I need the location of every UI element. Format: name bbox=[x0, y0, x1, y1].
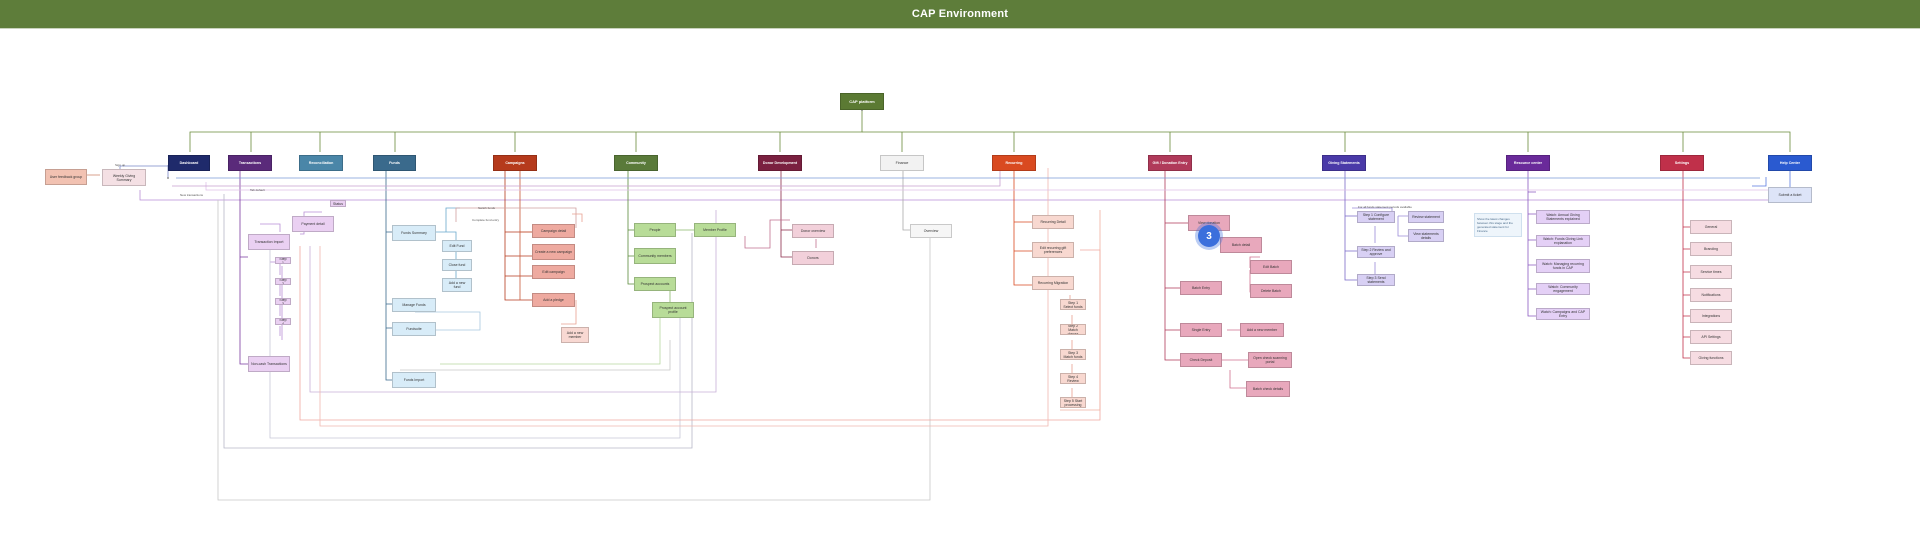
category-giving-statements[interactable]: Giving Statements bbox=[1322, 155, 1366, 171]
node-people[interactable]: People bbox=[634, 223, 676, 237]
node-rc-5[interactable]: Watch: Campaigns and CAP Entry bbox=[1536, 308, 1590, 320]
category-funds[interactable]: Funds bbox=[373, 155, 416, 171]
node-step-4[interactable]: Step 4 bbox=[275, 318, 291, 325]
node-rc-1[interactable]: Watch: Annual Giving Statements explaine… bbox=[1536, 210, 1590, 224]
node-add-member-campaign[interactable]: Add a new member bbox=[561, 327, 589, 343]
category-help-center[interactable]: Help Center bbox=[1768, 155, 1812, 171]
node-settings-service[interactable]: Service times bbox=[1690, 265, 1732, 279]
node-user-feedback[interactable]: User feedback group bbox=[45, 169, 87, 185]
node-settings-notifications[interactable]: Notifications bbox=[1690, 288, 1732, 302]
sticky-note: Show the latest changes between this sta… bbox=[1474, 213, 1522, 237]
category-community[interactable]: Community bbox=[614, 155, 658, 171]
node-batch-entry[interactable]: Batch Entry bbox=[1180, 281, 1222, 295]
node-overview[interactable]: Overview bbox=[910, 224, 952, 238]
node-campaign-detail[interactable]: Campaign detail bbox=[532, 224, 575, 238]
category-resource-center[interactable]: Resource center bbox=[1506, 155, 1550, 171]
category-donor-development[interactable]: Donor Development bbox=[758, 155, 802, 171]
node-check-deposit[interactable]: Check Deposit bbox=[1180, 353, 1222, 367]
node-donors[interactable]: Donors bbox=[792, 251, 834, 265]
node-gs-preview[interactable]: Review statement bbox=[1408, 211, 1444, 223]
node-add-new-member-gift[interactable]: Add a new member bbox=[1240, 323, 1284, 337]
node-settings-general[interactable]: General bbox=[1690, 220, 1732, 234]
node-step-3[interactable]: Step 3 bbox=[275, 298, 291, 305]
node-rc-3[interactable]: Watch: Managing recurring funds in CAP bbox=[1536, 259, 1590, 273]
category-settings[interactable]: Settings bbox=[1660, 155, 1704, 171]
step-badge[interactable]: 3 bbox=[1198, 225, 1220, 247]
node-status[interactable]: Status bbox=[330, 200, 346, 207]
category-recurring[interactable]: Recurring bbox=[992, 155, 1036, 171]
node-recurring-migration[interactable]: Recurring Migration bbox=[1032, 276, 1074, 290]
node-open-check[interactable]: Open check scanning portal bbox=[1248, 352, 1292, 368]
node-add-new-fund[interactable]: Add a new fund bbox=[442, 278, 472, 292]
node-gs-extra[interactable]: View statements details bbox=[1408, 229, 1444, 242]
node-edit-campaign[interactable]: Edit campaign bbox=[532, 265, 575, 279]
node-submit-ticket[interactable]: Submit a ticket bbox=[1768, 187, 1812, 203]
category-reconciliation[interactable]: Reconciliation bbox=[299, 155, 343, 171]
node-rm-step-3[interactable]: Step 3 Match funds bbox=[1060, 349, 1086, 360]
node-rm-step-2[interactable]: Step 2 Match donors bbox=[1060, 324, 1086, 335]
node-edit-recurring[interactable]: Edit recurring gift preferences bbox=[1032, 242, 1074, 258]
node-step-1[interactable]: Step 1 bbox=[275, 257, 291, 264]
node-weekly-giving[interactable]: Weekly Giving Summary bbox=[102, 169, 146, 186]
title-divider bbox=[0, 28, 1920, 29]
node-gs-step-2[interactable]: Step 2 Review and approve bbox=[1357, 246, 1395, 258]
node-create-campaign[interactable]: Create a new campaign bbox=[532, 244, 575, 260]
node-funds-import[interactable]: Funds Import bbox=[392, 372, 436, 388]
category-gift-donation-entry[interactable]: Gift / Donation Entry bbox=[1148, 155, 1192, 171]
node-rc-2[interactable]: Watch: Funds Giving Link explanation bbox=[1536, 235, 1590, 247]
node-rm-step-4[interactable]: Step 4 Review bbox=[1060, 373, 1086, 384]
node-prospect-profile[interactable]: Prospect account profile bbox=[652, 302, 694, 318]
label-note-2: New transactions bbox=[180, 193, 204, 197]
node-close-fund[interactable]: Close fund bbox=[442, 259, 472, 271]
node-batch-check[interactable]: Batch check details bbox=[1246, 381, 1290, 397]
label-note-5: For all funds statement periods availabl… bbox=[1358, 205, 1412, 209]
diagram-canvas: CAP platform Dashboard Transactions Reco… bbox=[0, 29, 1920, 540]
node-step-2[interactable]: Step 2 bbox=[275, 278, 291, 285]
label-sign-up: Sign up bbox=[115, 163, 126, 167]
node-rm-step-5[interactable]: Step 5 Start processing bbox=[1060, 397, 1086, 408]
page-title: CAP Environment bbox=[0, 0, 1920, 28]
label-note-1: Tab default bbox=[250, 188, 265, 192]
node-add-pledge[interactable]: Add a pledge bbox=[532, 293, 575, 307]
node-donor-overview[interactable]: Donor overview bbox=[792, 224, 834, 238]
label-note-4: Complete fund entry bbox=[472, 218, 500, 222]
node-single-entry[interactable]: Single Entry bbox=[1180, 323, 1222, 337]
node-gs-step-1[interactable]: Step 1 Configure statement bbox=[1357, 211, 1395, 223]
node-recurring-detail[interactable]: Recurring Detail bbox=[1032, 215, 1074, 229]
node-rc-4[interactable]: Watch: Community engagement bbox=[1536, 283, 1590, 295]
node-funds-summary[interactable]: Funds Summary bbox=[392, 225, 436, 241]
node-gs-step-3[interactable]: Step 3 Send statements bbox=[1357, 274, 1395, 286]
node-prospect-accounts[interactable]: Prospect accounts bbox=[634, 277, 676, 291]
category-dashboard[interactable]: Dashboard bbox=[168, 155, 210, 171]
node-member-profile[interactable]: Member Profile bbox=[694, 223, 736, 237]
category-finance[interactable]: Finance bbox=[880, 155, 924, 171]
node-settings-branding[interactable]: Branding bbox=[1690, 242, 1732, 256]
node-fundsuite[interactable]: Fundsuite bbox=[392, 322, 436, 336]
node-community-members[interactable]: Community members bbox=[634, 248, 676, 264]
node-settings-api[interactable]: API Settings bbox=[1690, 330, 1732, 344]
node-transaction-import[interactable]: Transaction Import bbox=[248, 234, 290, 250]
category-campaigns[interactable]: Campaigns bbox=[493, 155, 537, 171]
node-settings-integrations[interactable]: Integrations bbox=[1690, 309, 1732, 323]
node-manage-funds[interactable]: Manage Funds bbox=[392, 298, 436, 312]
root-node[interactable]: CAP platform bbox=[840, 93, 884, 110]
node-payment-detail[interactable]: Payment detail bbox=[292, 216, 334, 232]
node-batch-detail[interactable]: Batch detail bbox=[1220, 237, 1262, 253]
node-rm-step-1[interactable]: Step 1 Select funds bbox=[1060, 299, 1086, 310]
node-edit-batch[interactable]: Edit Batch bbox=[1250, 260, 1292, 274]
category-transactions[interactable]: Transactions bbox=[228, 155, 272, 171]
node-delete-batch[interactable]: Delete Batch bbox=[1250, 284, 1292, 298]
node-non-cash[interactable]: Non-cash Transactions bbox=[248, 356, 290, 372]
label-note-3: Switch funds bbox=[478, 206, 496, 210]
node-settings-giving[interactable]: Giving functions bbox=[1690, 351, 1732, 365]
node-edit-fund[interactable]: Edit Fund bbox=[442, 240, 472, 252]
